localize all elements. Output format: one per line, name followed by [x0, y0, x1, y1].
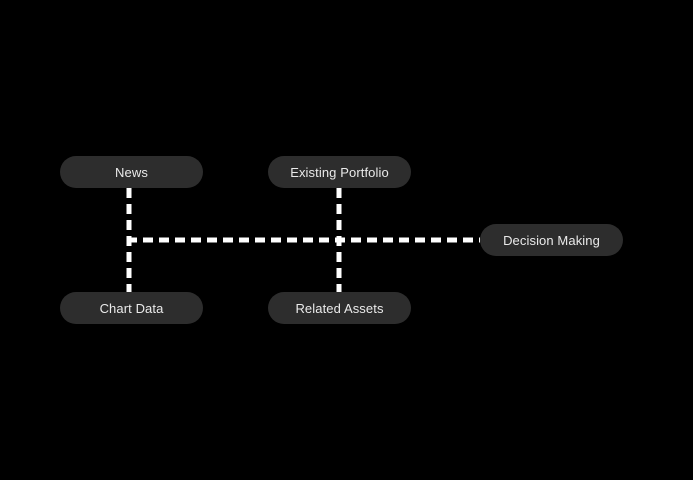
node-chart-data-label: Chart Data [99, 300, 164, 316]
node-related-assets-label: Related Assets [295, 300, 384, 316]
node-news[interactable]: News [60, 156, 203, 188]
node-existing-portfolio[interactable]: Existing Portfolio [268, 156, 411, 188]
node-existing-portfolio-label: Existing Portfolio [290, 164, 389, 180]
node-chart-data[interactable]: Chart Data [60, 292, 203, 324]
node-decision-making[interactable]: Decision Making [480, 224, 623, 256]
node-related-assets[interactable]: Related Assets [268, 292, 411, 324]
node-news-label: News [115, 164, 148, 180]
node-decision-making-label: Decision Making [503, 232, 600, 248]
